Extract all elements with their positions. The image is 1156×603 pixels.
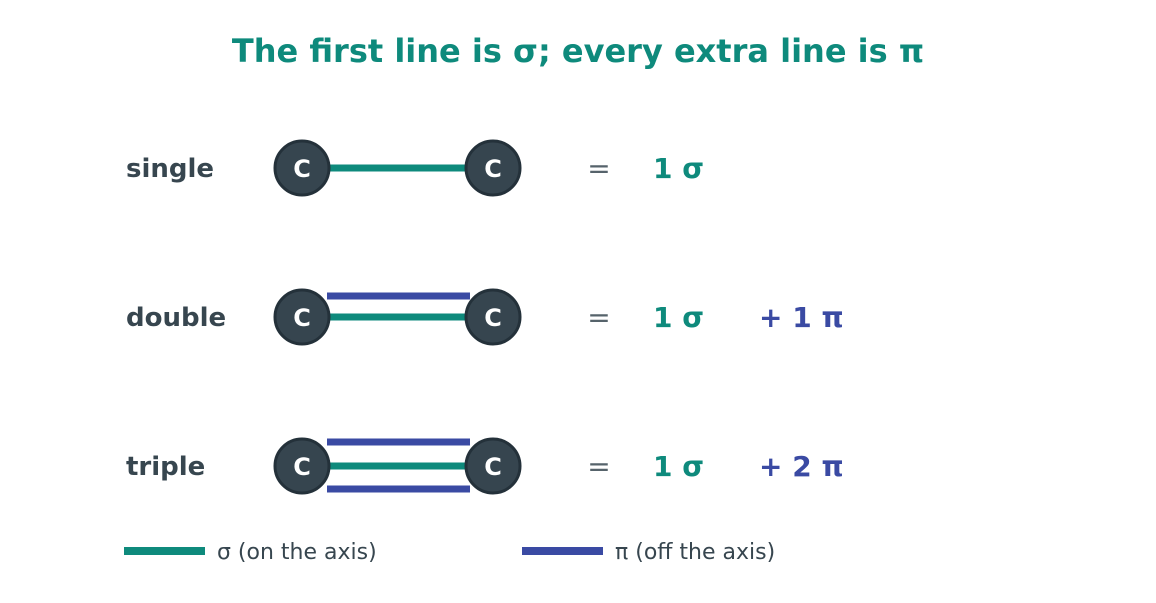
atom-circle: [464, 288, 522, 346]
carbon-atom-left: C: [273, 437, 331, 495]
pi-count-text: + 2 π: [759, 450, 844, 483]
carbon-atom-left: C: [273, 288, 331, 346]
carbon-atom-right: C: [464, 139, 522, 197]
row-label: triple: [126, 452, 205, 482]
atom-circle: [273, 288, 331, 346]
atom-symbol: C: [484, 453, 502, 481]
atom-symbol: C: [484, 155, 502, 183]
sigma-count-text: 1 σ: [653, 450, 704, 483]
sigma-count-text: 1 σ: [653, 152, 704, 185]
equals-sign: =: [587, 301, 610, 334]
carbon-atom-right: C: [464, 288, 522, 346]
atom-circle: [273, 139, 331, 197]
carbon-atom-left: C: [273, 139, 331, 197]
atom-circle: [273, 437, 331, 495]
atom-symbol: C: [484, 304, 502, 332]
atom-circle: [464, 139, 522, 197]
legend-item-sigma: σ (on the axis): [124, 540, 377, 565]
legend: σ (on the axis) π (off the axis): [124, 540, 775, 565]
atom-circle: [464, 437, 522, 495]
diagram-title: The first line is σ; every extra line is…: [232, 32, 924, 70]
pi-count-text: + 1 π: [759, 301, 844, 334]
carbon-atom-right: C: [464, 437, 522, 495]
equals-sign: =: [587, 152, 610, 185]
bond-row-double: double C C = 1 σ + 1 π: [126, 288, 844, 346]
legend-label: σ (on the axis): [217, 540, 377, 565]
legend-item-pi: π (off the axis): [522, 540, 775, 565]
row-label: double: [126, 303, 226, 333]
atom-symbol: C: [293, 304, 311, 332]
bond-row-triple: triple C C = 1 σ + 2 π: [126, 437, 844, 495]
atom-symbol: C: [293, 155, 311, 183]
bond-row-single: single C C = 1 σ: [126, 139, 704, 197]
legend-label: π (off the axis): [615, 540, 775, 565]
sigma-count-text: 1 σ: [653, 301, 704, 334]
row-label: single: [126, 154, 214, 184]
equals-sign: =: [587, 450, 610, 483]
atom-symbol: C: [293, 453, 311, 481]
